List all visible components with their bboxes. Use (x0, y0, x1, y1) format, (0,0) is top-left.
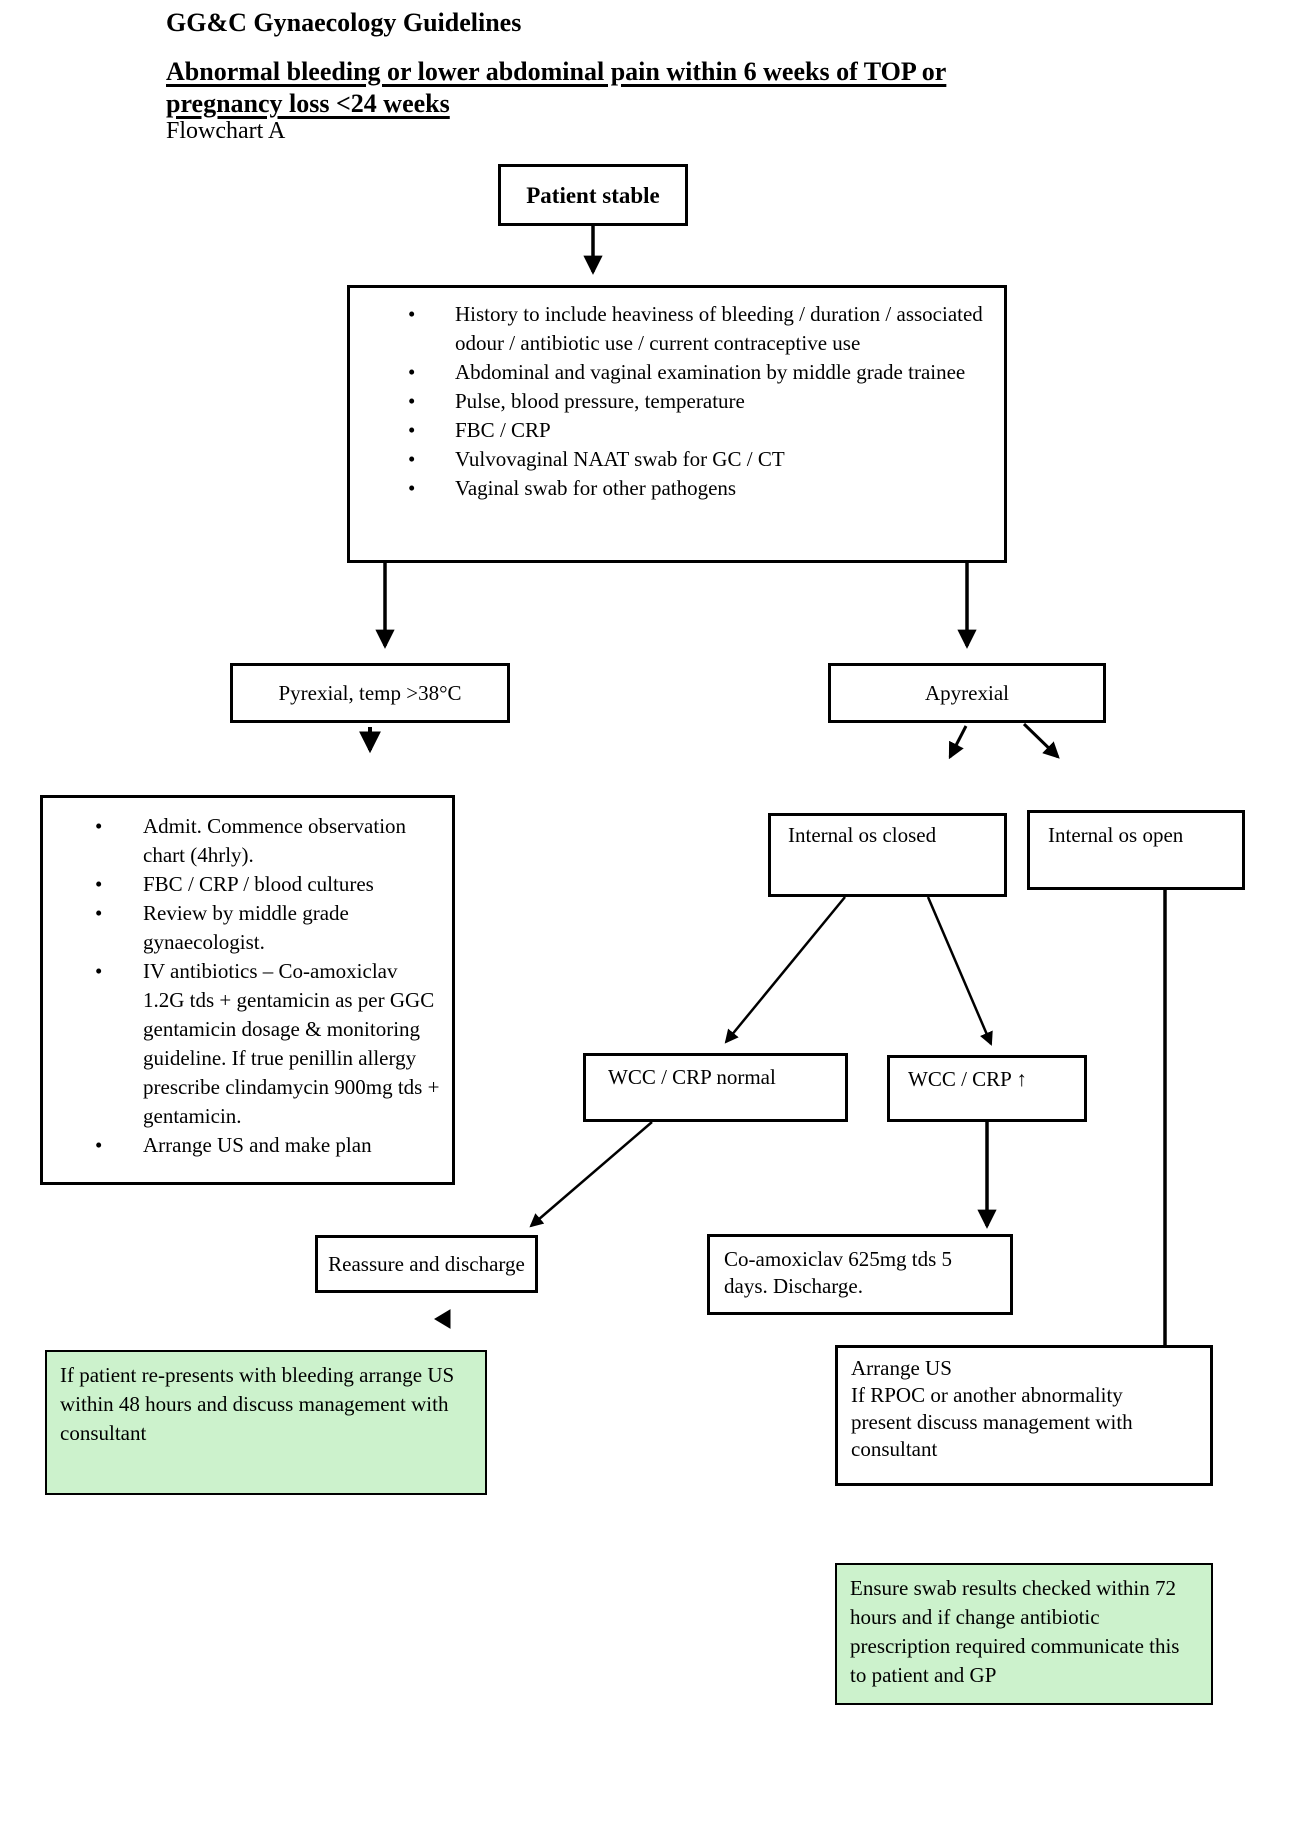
admit-bullet-list: Admit. Commence observation chart (4hrly… (43, 812, 452, 1160)
node-reassure-discharge-label: Reassure and discharge (328, 1251, 525, 1276)
bullet-item: Pulse, blood pressure, temperature (350, 387, 1004, 416)
bullet-item: Abdominal and vaginal examination by mid… (350, 358, 1004, 387)
bullet-item: Review by middle grade gynaecologist. (43, 899, 452, 957)
node-coamoxiclav-discharge: Co-amoxiclav 625mg tds 5 days. Discharge… (707, 1234, 1013, 1315)
node-apyrexial-label: Apyrexial (925, 680, 1009, 705)
heading-line-2: pregnancy loss <24 weeks (166, 89, 450, 118)
bullet-item: FBC / CRP / blood cultures (43, 870, 452, 899)
node-internal-os-open: Internal os open (1027, 810, 1245, 890)
arrow-apyrexial-to-os-open (1022, 722, 1060, 759)
bullet-item: Admit. Commence observation chart (4hrly… (43, 812, 452, 870)
bullet-item: Arrange US and make plan (43, 1131, 452, 1160)
node-internal-os-closed-label: Internal os closed (788, 823, 937, 847)
node-reassure-discharge: Reassure and discharge (315, 1235, 538, 1293)
flowchart-label: Flowchart A (166, 118, 286, 144)
arrow-apyrexial-to-os-closed (948, 725, 968, 760)
page-title: GG&C Gynaecology Guidelines (166, 8, 522, 37)
node-wcc-crp-normal: WCC / CRP normal (583, 1053, 848, 1122)
node-wcc-crp-normal-label: WCC / CRP normal (608, 1065, 776, 1089)
heading-line-1: Abnormal bleeding or lower abdominal pai… (166, 57, 947, 86)
note-swab-results: Ensure swab results checked within 72 ho… (835, 1563, 1213, 1705)
node-patient-stable: Patient stable (498, 164, 688, 226)
bullet-item: IV antibiotics – Co-amoxiclav 1.2G tds +… (43, 957, 452, 1131)
node-arrange-us-line2: If RPOC or another abnormality present d… (851, 1383, 1133, 1461)
node-coamoxiclav-discharge-label: Co-amoxiclav 625mg tds 5 days. Discharge… (724, 1247, 953, 1298)
node-pyrexial: Pyrexial, temp >38°C (230, 663, 510, 723)
page-heading: Abnormal bleeding or lower abdominal pai… (166, 56, 946, 120)
node-arrange-us-line1: Arrange US (851, 1356, 952, 1380)
node-arrange-us: Arrange US If RPOC or another abnormalit… (835, 1345, 1213, 1486)
bullet-item: Vulvovaginal NAAT swab for GC / CT (350, 445, 1004, 474)
note-re-presents: If patient re-presents with bleeding arr… (45, 1350, 487, 1495)
node-internal-os-open-label: Internal os open (1048, 823, 1184, 847)
note-swab-results-text: Ensure swab results checked within 72 ho… (850, 1576, 1180, 1687)
note-re-presents-text: If patient re-presents with bleeding arr… (60, 1363, 455, 1445)
arrow-os-closed-to-wcc-raised (926, 896, 993, 1046)
node-initial-assessment: History to include heaviness of bleeding… (347, 285, 1007, 563)
bullet-item: Vaginal swab for other pathogens (350, 474, 1004, 503)
node-wcc-crp-raised: WCC / CRP ↑ (887, 1055, 1087, 1122)
node-patient-stable-label: Patient stable (526, 182, 660, 208)
node-wcc-crp-raised-label: WCC / CRP ↑ (908, 1067, 1027, 1091)
arrow-os-closed-to-wcc-normal (724, 896, 846, 1044)
bullet-item: History to include heaviness of bleeding… (350, 300, 1004, 358)
assessment-bullet-list: History to include heaviness of bleeding… (350, 300, 1004, 503)
node-internal-os-closed: Internal os closed (768, 813, 1007, 897)
stray-arrowhead-artifact (434, 1309, 451, 1329)
arrow-wcc-normal-to-reassure (529, 1121, 653, 1228)
node-pyrexial-label: Pyrexial, temp >38°C (278, 680, 462, 705)
node-apyrexial: Apyrexial (828, 663, 1106, 723)
node-admit-plan: Admit. Commence observation chart (4hrly… (40, 795, 455, 1185)
bullet-item: FBC / CRP (350, 416, 1004, 445)
